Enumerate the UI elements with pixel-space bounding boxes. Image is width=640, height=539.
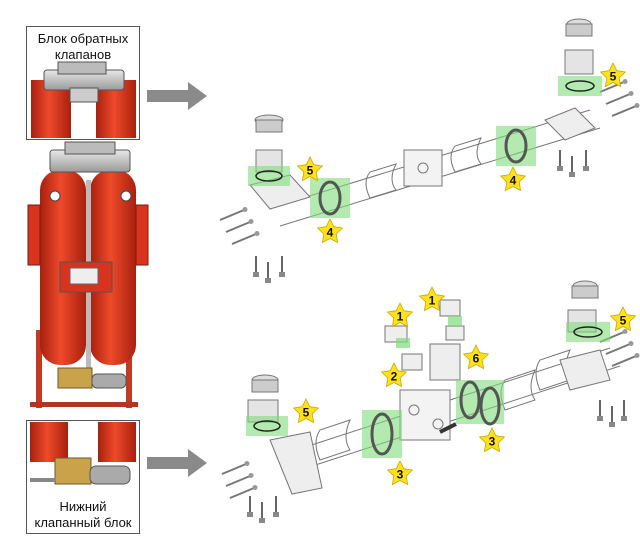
callout-number-bot-2: 2 <box>391 370 398 384</box>
callout-number-bot-5-left: 5 <box>303 406 310 420</box>
lower-valve-label-line2: клапанный блок <box>34 515 132 530</box>
callout-number-bot-1-left: 1 <box>397 310 404 324</box>
callout-star-bot-2 <box>380 362 408 388</box>
callout-star-top-5-right <box>599 62 627 88</box>
callout-number-bot-3-right: 3 <box>489 435 496 449</box>
valve-lever <box>439 422 457 434</box>
lower-valve-thumbnail-picture <box>30 422 136 485</box>
callout-star-bot-3-right <box>478 427 506 453</box>
top-green-highlights <box>248 76 602 218</box>
check-valve-label-line2: клапанов <box>54 47 112 62</box>
bottom-green-highlights <box>246 316 610 458</box>
callout-star-top-4-left <box>316 218 344 244</box>
bottom-exploded-assembly <box>247 280 621 495</box>
callout-number-top-5-right: 5 <box>610 70 617 84</box>
callout-star-bot-1-left <box>386 302 414 328</box>
callout-number-top-5-left: 5 <box>307 164 314 178</box>
callout-number-bot-5-right: 5 <box>620 314 627 328</box>
callout-number-top-4-left: 4 <box>327 226 334 240</box>
callout-stars: 5 4 5 4 1 1 2 6 5 5 3 3 <box>292 62 637 486</box>
callout-star-bot-6 <box>462 344 490 370</box>
top-exploded-assembly <box>249 18 601 227</box>
callout-number-top-4-right: 4 <box>510 174 517 188</box>
callout-star-bot-5-left <box>292 398 320 424</box>
dryer-unit-illustration <box>27 141 149 408</box>
callout-star-top-5-left <box>296 156 324 182</box>
callout-star-bot-3-left <box>386 460 414 486</box>
bottom-pointer-arrow <box>147 449 207 477</box>
check-valve-thumbnail-picture <box>31 61 136 138</box>
top-pointer-arrow <box>147 82 207 110</box>
callout-star-top-4-right <box>499 166 527 192</box>
callout-number-bot-1-right: 1 <box>429 294 436 308</box>
callout-star-bot-1-right <box>418 286 446 312</box>
check-valve-label-line1: Блок обратных <box>37 31 129 46</box>
lower-valve-label-line1: Нижний <box>59 499 107 514</box>
callout-number-bot-3-left: 3 <box>397 468 404 482</box>
callout-star-bot-5-right <box>609 306 637 332</box>
callout-number-bot-6: 6 <box>473 352 480 366</box>
